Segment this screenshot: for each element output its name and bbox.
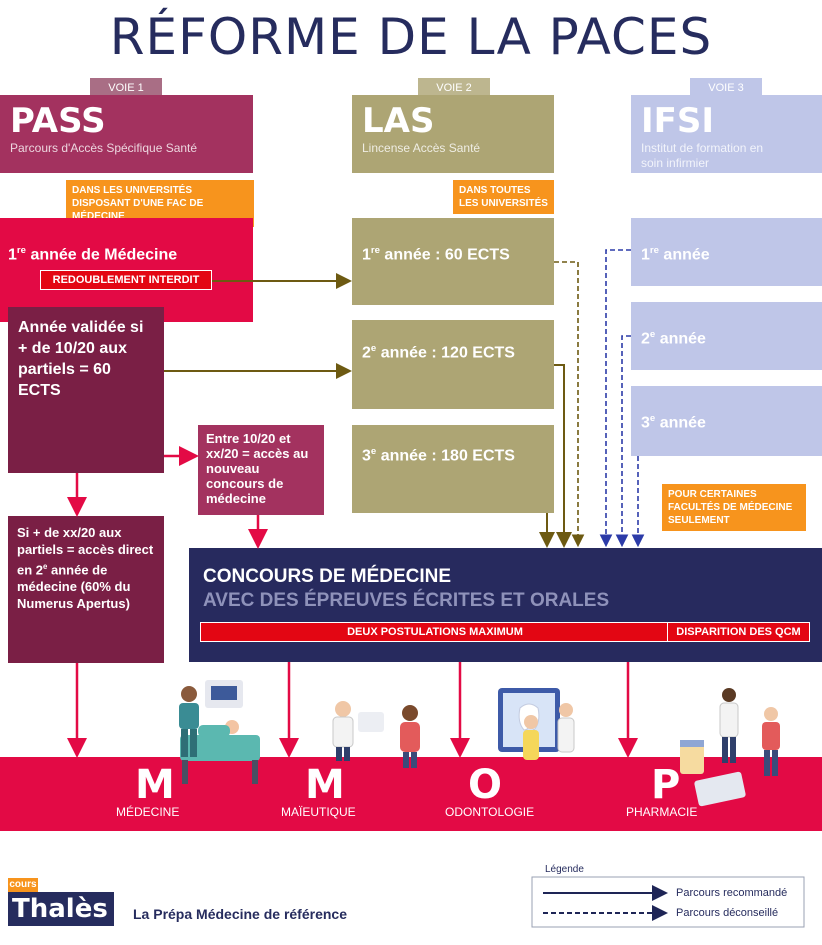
qcm-badge: DISPARITION DES QCM (667, 622, 810, 642)
ifsi-name: IFSI (641, 101, 715, 141)
pass-subtitle: Parcours d'Accès Spécifique Santé (10, 141, 198, 155)
las-year2-block: 2e année : 120 ECTS (352, 320, 554, 409)
las-year1-block: 1re année : 60 ECTS (352, 218, 554, 305)
voie-1-tag: VOIE 1 (90, 78, 162, 98)
pass-header: PASS Parcours d'Accès Spécifique Santé (0, 95, 253, 173)
pass-direct-text: Si + de xx/20 aux partiels = accès direc… (17, 525, 154, 612)
ifsi-year3-block: 3e année (631, 386, 822, 456)
midwife-figures (332, 701, 420, 768)
las-name: LAS (362, 101, 435, 141)
doctor-figure-medecine (179, 686, 199, 757)
legend-title: Légende (545, 864, 584, 875)
las-note: DANS TOUTES LES UNIVERSITÉS (453, 180, 554, 214)
las-year1-label: 1re année : 60 ECTS (362, 245, 510, 264)
pass-name: PASS (10, 101, 106, 141)
domain-pharmacie-letter: P (651, 762, 681, 808)
legend-box (531, 876, 805, 928)
concours-title: CONCOURS DE MÉDECINE (203, 566, 452, 587)
hospital-bed-illustration (180, 680, 260, 784)
las-subtitle: Lincense Accès Santé (362, 141, 481, 155)
domain-maieutique-letter: M (305, 762, 345, 808)
dental-screen-illustration (498, 688, 575, 760)
ifsi-note: POUR CERTAINES FACULTÉS DE MÉDECINE SEUL… (662, 484, 806, 531)
las-year3-label: 3e année : 180 ECTS (362, 446, 515, 465)
ifsi-year3-label: 3e année (641, 413, 706, 432)
legend-dashed-label: Parcours déconseillé (676, 907, 779, 919)
redoublement-badge: REDOUBLEMENT INTERDIT (40, 270, 212, 290)
arrow-las1-to-concours (554, 261, 585, 548)
domain-medecine-label: MÉDECINE (116, 805, 180, 819)
pass-direct-block: Si + de xx/20 aux partiels = accès direc… (8, 516, 164, 663)
ifsi-header: IFSI Institut de formation en soin infir… (631, 95, 822, 173)
las-year3-block: 3e année : 180 ECTS (352, 425, 554, 513)
domain-pharmacie-label: PHARMACIE (626, 805, 698, 819)
domain-medecine-letter: M (135, 762, 175, 808)
ifsi-year2-label: 2e année (641, 329, 706, 348)
domain-odontologie-letter: O (468, 762, 503, 808)
page-title: RÉFORME DE LA PACES (109, 8, 713, 66)
arrow-las2-to-concours (554, 364, 572, 548)
tagline: La Prépa Médecine de référence (133, 906, 347, 922)
pass-year1-label: 1re année de Médecine (8, 245, 178, 264)
las-header: LAS Lincense Accès Santé (352, 95, 554, 173)
voie-2-tag: VOIE 2 (418, 78, 490, 98)
pass-year1-block: 1re année de Médecine REDOUBLEMENT INTER… (0, 218, 253, 322)
voie-3-tag: VOIE 3 (690, 78, 762, 98)
domain-maieutique-label: MAÏEUTIQUE (281, 805, 356, 819)
postulations-badge: DEUX POSTULATIONS MAXIMUM (200, 622, 670, 642)
pass-entre-block: Entre 10/20 et xx/20 = accès au nouveau … (198, 425, 324, 515)
domain-odontologie-label: ODONTOLOGIE (445, 805, 535, 819)
las-year2-label: 2e année : 120 ECTS (362, 343, 515, 362)
brand-small: cours (8, 878, 38, 892)
legend-solid-label: Parcours recommandé (676, 887, 788, 899)
ifsi-year1-block: 1re année (631, 218, 822, 286)
ifsi-year1-label: 1re année (641, 245, 710, 264)
brand-logo: Thalès (8, 892, 114, 926)
arrow-ifsi2-to-concours (615, 335, 631, 548)
pass-validated-block: Année validée si + de 10/20 aux partiels… (8, 307, 164, 473)
pharmacy-illustration (680, 688, 780, 807)
pass-entre-text: Entre 10/20 et xx/20 = accès au nouveau … (206, 431, 309, 506)
ifsi-subtitle: Institut de formation en soin infirmier (641, 141, 764, 170)
concours-subtitle: AVEC DES ÉPREUVES ÉCRITES ET ORALES (203, 590, 610, 611)
ifsi-year2-block: 2e année (631, 302, 822, 370)
arrow-ifsi1-to-concours (599, 249, 631, 548)
pass-validated-text: Année validée si + de 10/20 aux partiels… (18, 319, 144, 399)
concours-block: CONCOURS DE MÉDECINE AVEC DES ÉPREUVES É… (189, 548, 822, 662)
